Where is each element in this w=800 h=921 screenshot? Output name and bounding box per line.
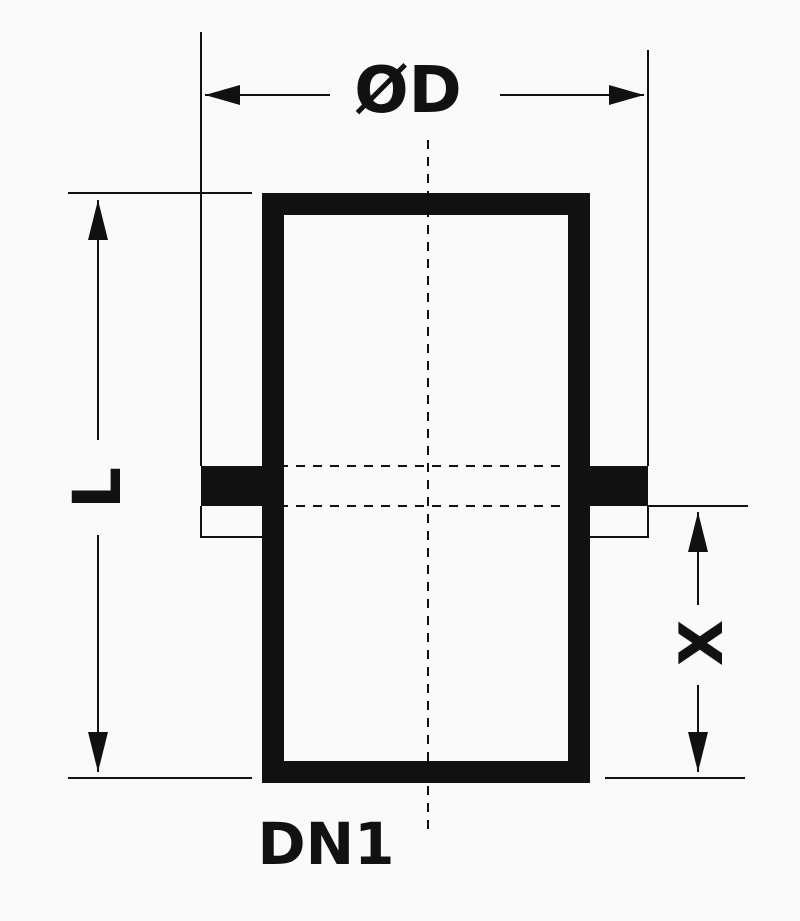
offset-label: X xyxy=(667,620,737,666)
length-arrow-bottom xyxy=(88,732,108,772)
offset-arrow-top xyxy=(688,512,708,552)
left-flange-outline xyxy=(200,506,262,538)
nominal-diameter-label: DN1 xyxy=(257,810,394,878)
diameter-label: ØD xyxy=(354,54,462,128)
length-label: L xyxy=(59,467,136,509)
offset-arrow-bottom xyxy=(688,732,708,772)
left-flange xyxy=(201,466,262,506)
length-arrow-top xyxy=(88,200,108,240)
diameter-arrow-right xyxy=(609,85,644,105)
right-flange xyxy=(590,466,648,506)
right-flange-outline xyxy=(590,506,649,538)
diameter-arrow-left xyxy=(205,85,240,105)
pipe-body xyxy=(262,193,590,783)
